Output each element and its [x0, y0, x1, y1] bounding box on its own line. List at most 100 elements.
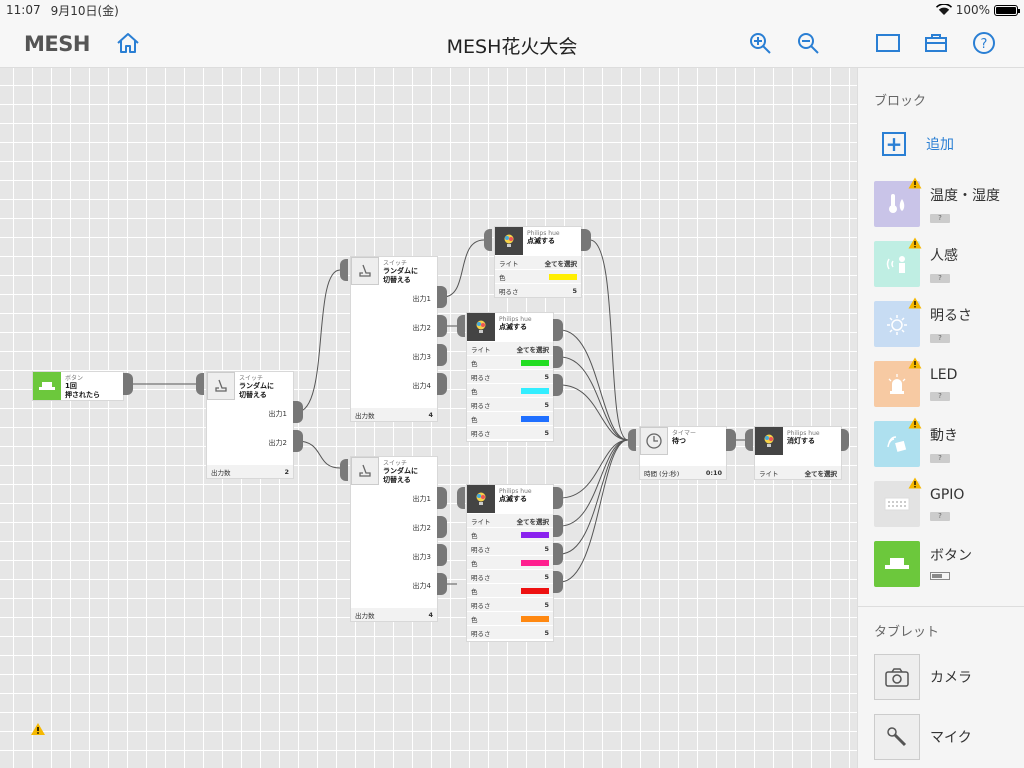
palette-item-temperature-humidity[interactable]: 温度・湿度? — [858, 174, 1024, 234]
warning-icon — [908, 237, 922, 249]
panel-toggle-icon[interactable] — [875, 30, 901, 56]
toolbox-icon[interactable] — [923, 30, 949, 56]
output-port-2[interactable] — [553, 515, 563, 537]
output-port-4[interactable] — [437, 573, 447, 595]
color-swatch[interactable] — [521, 531, 549, 538]
zoom-in-icon[interactable] — [747, 30, 773, 56]
zoom-out-icon[interactable] — [795, 30, 821, 56]
output-port-1[interactable] — [553, 319, 563, 341]
warning-icon — [908, 477, 922, 489]
block-category: タイマー — [672, 430, 697, 437]
input-port[interactable] — [457, 487, 465, 509]
output-port-3[interactable] — [553, 374, 563, 396]
block-action: 点滅する — [499, 495, 527, 504]
palette-item-move[interactable]: 動き? — [858, 414, 1024, 474]
palette-item-brightness[interactable]: 明るさ? — [858, 294, 1024, 354]
timer-wait-block[interactable]: タイマー待つ 時間 (分:秒)0:10 — [640, 427, 726, 479]
output-port[interactable] — [123, 373, 133, 395]
color-swatch[interactable] — [521, 587, 549, 594]
color-swatch[interactable] — [549, 273, 577, 280]
palette-item-camera[interactable]: カメラ — [858, 647, 1024, 707]
output-port[interactable] — [841, 429, 849, 451]
output-port[interactable] — [581, 229, 591, 251]
output-port-3[interactable] — [553, 543, 563, 565]
input-port[interactable] — [628, 429, 636, 451]
color-swatch[interactable] — [521, 559, 549, 566]
add-block-button[interactable]: + 追加 — [858, 114, 1024, 174]
status-badge: ? — [930, 453, 950, 463]
input-port[interactable] — [457, 315, 465, 337]
output-port-1[interactable] — [553, 487, 563, 509]
brightness-value[interactable]: 5 — [544, 372, 549, 381]
output-port[interactable] — [726, 429, 736, 451]
brightness-value[interactable]: 5 — [544, 600, 549, 609]
brightness-label: 明るさ — [499, 287, 519, 296]
warning-icon — [908, 357, 922, 369]
palette-item-led[interactable]: LED? — [858, 354, 1024, 414]
color-swatch[interactable] — [521, 415, 549, 422]
output-port-4[interactable] — [553, 571, 563, 593]
brightness-value[interactable]: 5 — [544, 628, 549, 637]
output-port-3[interactable] — [437, 344, 447, 366]
input-port[interactable] — [196, 373, 204, 395]
output-port-1[interactable] — [293, 401, 303, 423]
brightness-value[interactable]: 5 — [544, 572, 549, 581]
plus-icon: + — [882, 132, 906, 156]
color-swatch[interactable] — [521, 615, 549, 622]
output-label-2: 出力2 — [412, 324, 431, 332]
brightness-value[interactable]: 5 — [572, 286, 577, 295]
output-count[interactable]: 2 — [284, 467, 289, 476]
output-port-2[interactable] — [437, 516, 447, 538]
output-label-3: 出力3 — [412, 553, 431, 561]
time-value[interactable]: 0:10 — [705, 468, 722, 477]
light-value[interactable]: 全てを選択 — [516, 517, 549, 526]
output-port-4[interactable] — [437, 373, 447, 395]
color-swatch[interactable] — [521, 387, 549, 394]
palette-item-gpio[interactable]: GPIO? — [858, 474, 1024, 534]
input-port[interactable] — [340, 259, 348, 281]
output-label-1: 出力1 — [268, 410, 287, 418]
color-swatch[interactable] — [521, 359, 549, 366]
output-label-3: 出力3 — [412, 353, 431, 361]
output-port-2[interactable] — [293, 430, 303, 452]
brightness-value[interactable]: 5 — [544, 428, 549, 437]
light-value[interactable]: 全てを選択 — [804, 469, 837, 478]
light-value[interactable]: 全てを選択 — [516, 345, 549, 354]
input-port[interactable] — [484, 229, 492, 251]
home-icon[interactable] — [115, 30, 141, 56]
brightness-value[interactable]: 5 — [544, 544, 549, 553]
palette-item-microphone[interactable]: マイク — [858, 707, 1024, 767]
output-port-2[interactable] — [553, 346, 563, 368]
switch-icon — [351, 257, 379, 285]
add-block-label: 追加 — [926, 137, 954, 153]
lightbulb-icon — [467, 313, 495, 341]
output-count[interactable]: 4 — [428, 610, 433, 619]
output-port-1[interactable] — [437, 487, 447, 509]
output-port-2[interactable] — [437, 315, 447, 337]
input-port[interactable] — [340, 459, 348, 481]
help-icon[interactable]: ? — [971, 30, 997, 56]
status-bar: 11:07 9月10日(金) 100% — [0, 0, 1024, 20]
palette-item-label: カメラ — [930, 670, 972, 686]
output-port-1[interactable] — [437, 286, 447, 308]
warning-icon[interactable] — [30, 722, 46, 736]
svg-text:?: ? — [981, 37, 988, 52]
palette-item-motion-sensor[interactable]: 人感? — [858, 234, 1024, 294]
light-value[interactable]: 全てを選択 — [544, 259, 577, 268]
clock-icon — [640, 427, 668, 455]
brightness-label: 明るさ — [471, 573, 491, 582]
palette-item-button[interactable]: ボタン — [858, 534, 1024, 594]
output-port-3[interactable] — [437, 544, 447, 566]
brightness-value[interactable]: 5 — [544, 400, 549, 409]
output-count[interactable]: 4 — [428, 410, 433, 419]
input-port[interactable] — [745, 429, 753, 451]
